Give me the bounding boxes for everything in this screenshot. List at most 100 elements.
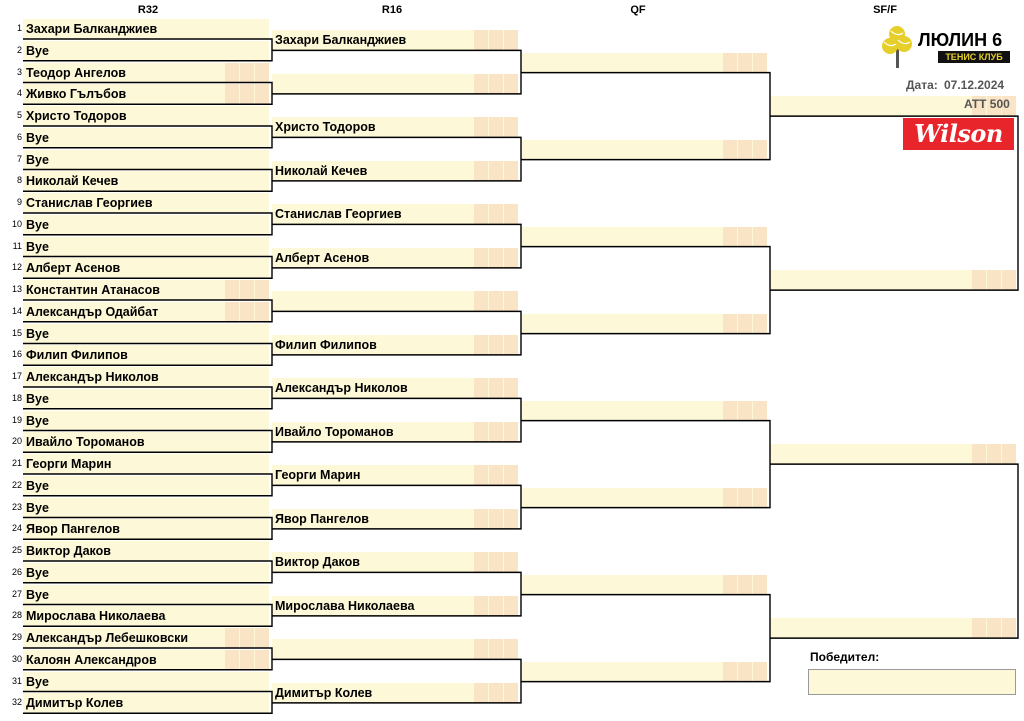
r32-player-slot[interactable]: Димитър Колев — [23, 693, 269, 714]
r32-player-slot[interactable]: Bye — [23, 475, 269, 496]
set-score-box[interactable] — [225, 301, 239, 322]
set-score-box[interactable] — [489, 30, 503, 51]
set-score-box[interactable] — [504, 291, 518, 312]
set-score-box[interactable] — [753, 661, 767, 682]
set-score-box[interactable] — [1002, 444, 1016, 465]
r32-player-slot[interactable]: Константин Атанасов — [23, 280, 269, 300]
set-score-box[interactable] — [723, 487, 737, 508]
score-boxes[interactable] — [473, 117, 518, 138]
r32-player-slot[interactable]: Bye — [23, 214, 269, 235]
r32-player-slot[interactable]: Bye — [23, 671, 269, 692]
score-boxes[interactable] — [971, 96, 1016, 117]
score-boxes[interactable] — [722, 487, 767, 508]
r32-player-slot[interactable]: Георги Марин — [23, 454, 269, 474]
set-score-box[interactable] — [240, 628, 254, 648]
set-score-box[interactable] — [504, 334, 518, 355]
set-score-box[interactable] — [738, 139, 752, 160]
set-score-box[interactable] — [489, 334, 503, 355]
set-score-box[interactable] — [972, 270, 986, 291]
r32-player-slot[interactable]: Александър Лебешковски — [23, 628, 269, 648]
r32-player-slot[interactable]: Калоян Александров — [23, 649, 269, 670]
r32-player-slot[interactable]: Теодор Ангелов — [23, 62, 269, 83]
score-boxes[interactable] — [722, 52, 767, 73]
set-score-box[interactable] — [474, 595, 488, 616]
set-score-box[interactable] — [738, 574, 752, 595]
set-score-box[interactable] — [225, 649, 239, 670]
score-boxes[interactable] — [224, 301, 269, 322]
sf-player-slot[interactable] — [770, 270, 1016, 291]
r16-player-slot[interactable]: Ивайло Тороманов — [272, 421, 518, 442]
score-boxes[interactable] — [473, 508, 518, 529]
set-score-box[interactable] — [738, 400, 752, 421]
set-score-box[interactable] — [489, 160, 503, 181]
set-score-box[interactable] — [723, 661, 737, 682]
score-boxes[interactable] — [473, 291, 518, 312]
qf-player-slot[interactable] — [521, 661, 767, 682]
sf-player-slot[interactable] — [770, 96, 1016, 117]
r32-player-slot[interactable]: Bye — [23, 127, 269, 148]
set-score-box[interactable] — [489, 465, 503, 486]
r32-player-slot[interactable]: Bye — [23, 40, 269, 61]
set-score-box[interactable] — [753, 574, 767, 595]
set-score-box[interactable] — [987, 618, 1001, 639]
set-score-box[interactable] — [240, 62, 254, 83]
score-boxes[interactable] — [722, 139, 767, 160]
set-score-box[interactable] — [489, 204, 503, 225]
qf-player-slot[interactable] — [521, 139, 767, 160]
r32-player-slot[interactable]: Bye — [23, 562, 269, 583]
set-score-box[interactable] — [504, 595, 518, 616]
score-boxes[interactable] — [473, 204, 518, 225]
score-boxes[interactable] — [224, 628, 269, 648]
set-score-box[interactable] — [504, 204, 518, 225]
set-score-box[interactable] — [474, 465, 488, 486]
score-boxes[interactable] — [473, 247, 518, 268]
score-boxes[interactable] — [473, 378, 518, 399]
set-score-box[interactable] — [972, 96, 986, 117]
set-score-box[interactable] — [225, 280, 239, 300]
set-score-box[interactable] — [1002, 270, 1016, 291]
set-score-box[interactable] — [738, 226, 752, 247]
set-score-box[interactable] — [489, 247, 503, 268]
set-score-box[interactable] — [225, 84, 239, 105]
set-score-box[interactable] — [723, 52, 737, 73]
score-boxes[interactable] — [473, 160, 518, 181]
set-score-box[interactable] — [723, 400, 737, 421]
score-boxes[interactable] — [722, 226, 767, 247]
set-score-box[interactable] — [489, 378, 503, 399]
set-score-box[interactable] — [255, 628, 269, 648]
sf-player-slot[interactable] — [770, 444, 1016, 465]
r32-player-slot[interactable]: Живко Гълъбов — [23, 84, 269, 105]
r32-player-slot[interactable]: Bye — [23, 323, 269, 344]
set-score-box[interactable] — [504, 682, 518, 703]
qf-player-slot[interactable] — [521, 400, 767, 421]
r32-player-slot[interactable]: Мирослава Николаева — [23, 606, 269, 627]
score-boxes[interactable] — [473, 73, 518, 94]
set-score-box[interactable] — [474, 508, 488, 529]
score-boxes[interactable] — [971, 444, 1016, 465]
set-score-box[interactable] — [504, 552, 518, 573]
set-score-box[interactable] — [504, 247, 518, 268]
set-score-box[interactable] — [723, 139, 737, 160]
set-score-box[interactable] — [474, 30, 488, 51]
r32-player-slot[interactable]: Филип Филипов — [23, 345, 269, 366]
r16-player-slot[interactable]: Филип Филипов — [272, 334, 518, 355]
set-score-box[interactable] — [240, 301, 254, 322]
set-score-box[interactable] — [225, 628, 239, 648]
set-score-box[interactable] — [753, 52, 767, 73]
set-score-box[interactable] — [738, 313, 752, 334]
score-boxes[interactable] — [473, 552, 518, 573]
r16-player-slot[interactable]: Алберт Асенов — [272, 247, 518, 268]
r32-player-slot[interactable]: Христо Тодоров — [23, 106, 269, 126]
r16-player-slot[interactable]: Станислав Георгиев — [272, 204, 518, 225]
r32-player-slot[interactable]: Bye — [23, 236, 269, 257]
set-score-box[interactable] — [489, 639, 503, 660]
set-score-box[interactable] — [240, 84, 254, 105]
r16-player-slot[interactable] — [272, 73, 518, 94]
r16-player-slot[interactable] — [272, 291, 518, 312]
set-score-box[interactable] — [489, 421, 503, 442]
set-score-box[interactable] — [972, 444, 986, 465]
set-score-box[interactable] — [753, 400, 767, 421]
r16-player-slot[interactable]: Явор Пангелов — [272, 508, 518, 529]
r32-player-slot[interactable]: Николай Кечев — [23, 171, 269, 192]
r32-player-slot[interactable]: Bye — [23, 584, 269, 605]
